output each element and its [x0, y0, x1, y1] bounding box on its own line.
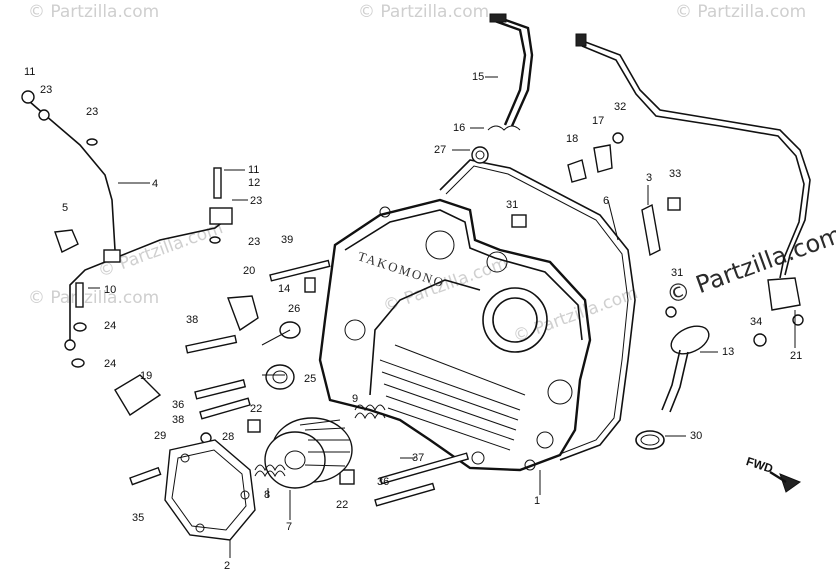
- watermark: © Partzilla.com: [358, 2, 490, 22]
- callout-27: 27: [434, 144, 447, 156]
- callout-38: 38: [172, 414, 185, 426]
- callout-14: 14: [278, 283, 291, 295]
- callout-1: 1: [534, 495, 541, 507]
- watermark: © Partzilla.com: [28, 288, 160, 308]
- leader-lines: [88, 76, 796, 558]
- callout-18: 18: [566, 133, 579, 145]
- callout-3: 3: [646, 172, 653, 184]
- callout-19: 19: [140, 370, 153, 382]
- springs: [254, 404, 386, 478]
- decompressor-lever: [471, 13, 534, 164]
- callout-37: 37: [412, 452, 425, 464]
- callout-11: 11: [248, 164, 260, 176]
- filter-cover: [164, 439, 256, 541]
- watermark: © Partzilla.com: [675, 2, 807, 22]
- callout-32: 32: [614, 101, 627, 113]
- callout-2: 2: [224, 560, 231, 572]
- callout-10: 10: [104, 284, 117, 296]
- callout-25: 25: [304, 373, 317, 385]
- callout-28: 28: [222, 431, 235, 443]
- crankcase-cover: [318, 198, 592, 472]
- callout-12: 12: [248, 177, 261, 189]
- callout-20: 20: [243, 265, 256, 277]
- bolts-washers: [54, 138, 470, 507]
- callout-23: 23: [86, 106, 99, 118]
- callout-39: 39: [281, 234, 294, 246]
- callout-23: 23: [40, 84, 53, 96]
- callout-30: 30: [690, 430, 703, 442]
- callout-23: 23: [250, 195, 263, 207]
- callout-22: 22: [250, 403, 263, 415]
- callout-36: 36: [377, 476, 390, 488]
- callout-8: 8: [264, 489, 271, 501]
- callout-22: 22: [336, 499, 349, 511]
- wire-harness: [575, 33, 811, 347]
- oil-filter: [264, 417, 353, 489]
- callout-6: 6: [603, 195, 610, 207]
- callout-38: 38: [186, 314, 199, 326]
- callout-4: 4: [152, 178, 159, 190]
- gasket: [439, 159, 636, 461]
- watermark: © Partzilla.com: [28, 2, 160, 22]
- switch-parts: [511, 132, 681, 318]
- callout-31: 31: [506, 199, 519, 211]
- callout-29: 29: [154, 430, 167, 442]
- callout-7: 7: [286, 521, 293, 533]
- callout-34: 34: [750, 316, 763, 328]
- callout-36: 36: [172, 399, 185, 411]
- callout-15: 15: [472, 71, 485, 83]
- callout-23: 23: [248, 236, 261, 248]
- callout-16: 16: [453, 122, 466, 134]
- callout-9: 9: [352, 393, 359, 405]
- callout-17: 17: [592, 115, 605, 127]
- oil-pipe: [21, 90, 233, 351]
- callout-24: 24: [104, 358, 117, 370]
- forward-arrow: [769, 470, 802, 493]
- callout-24: 24: [104, 320, 117, 332]
- callout-21: 21: [790, 350, 803, 362]
- callout-33: 33: [669, 168, 682, 180]
- callout-26: 26: [288, 303, 301, 315]
- oil-dipstick: [635, 325, 710, 450]
- callout-13: 13: [722, 346, 735, 358]
- callout-5: 5: [62, 202, 69, 214]
- callout-31: 31: [671, 267, 684, 279]
- callout-35: 35: [132, 512, 145, 524]
- callout-11: 11: [24, 66, 36, 78]
